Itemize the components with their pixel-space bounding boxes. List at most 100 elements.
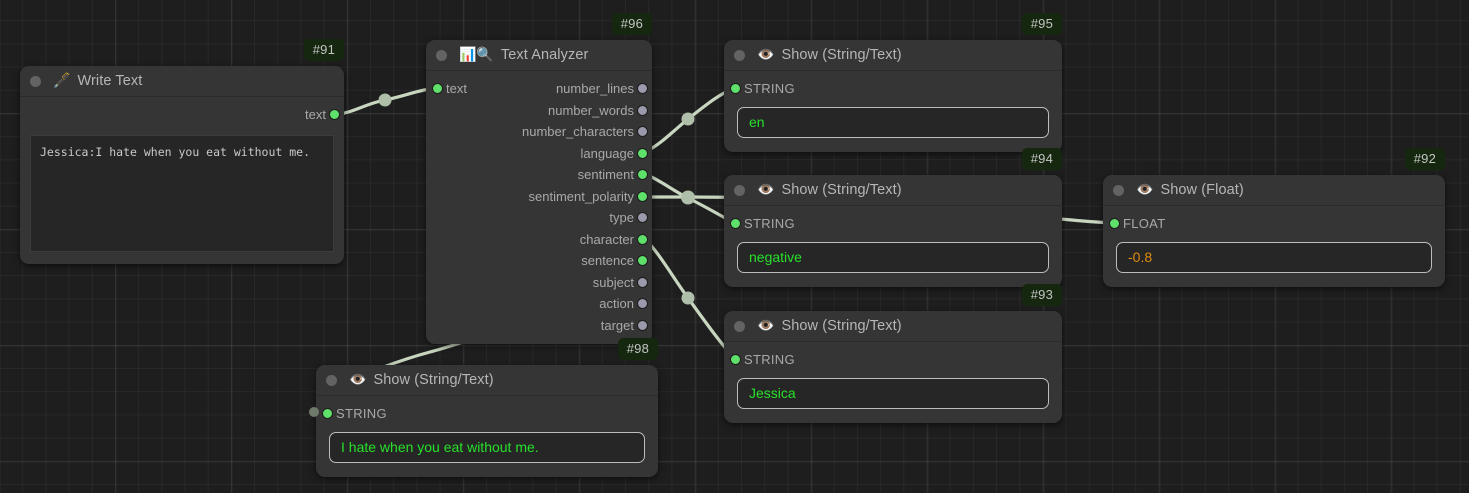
value-display-field[interactable]: -0.8 [1116, 241, 1432, 273]
port-dot-connected[interactable] [637, 233, 648, 245]
bar-chart-magnifier-icon: 📊🔍 [459, 47, 494, 63]
collapse-toggle-icon[interactable] [734, 184, 745, 196]
node-body: STRING Jessica [724, 342, 1062, 409]
output-port-subject[interactable]: subject [426, 272, 652, 294]
input-port-string[interactable]: STRING [724, 78, 1062, 100]
output-port-character[interactable]: character [426, 229, 652, 251]
value-text: negative [749, 249, 802, 265]
output-port-language[interactable]: language [426, 143, 652, 165]
output-port-number-words[interactable]: number_words [426, 100, 652, 122]
port-label: text [305, 107, 326, 123]
port-label: text [446, 81, 467, 97]
port-label: number_words [548, 102, 634, 118]
port-dot-unconnected[interactable] [637, 83, 648, 95]
node-body: text number_lines number_words number_ch… [426, 71, 652, 344]
output-port-number-lines[interactable]: number_lines [426, 78, 652, 100]
port-label: STRING [336, 406, 387, 422]
input-port-string[interactable]: STRING [724, 349, 1062, 371]
node-badge: #98 [617, 338, 658, 360]
output-port-number-characters[interactable]: number_characters [426, 121, 652, 143]
collapse-toggle-icon[interactable] [436, 49, 447, 61]
node-title: Show (String/Text) [373, 372, 494, 388]
port-dot-unconnected[interactable] [637, 298, 648, 310]
output-port-sentiment-polarity[interactable]: sentiment_polarity [426, 186, 652, 208]
node-title: Show (String/Text) [781, 47, 902, 63]
collapse-toggle-icon[interactable] [734, 49, 745, 61]
output-port-action[interactable]: action [426, 293, 652, 315]
node-title: Text Analyzer [500, 47, 589, 63]
node-badge: #94 [1021, 148, 1062, 170]
port-label: sentiment_polarity [528, 188, 635, 204]
node-badge: #91 [303, 39, 344, 61]
value-display-field[interactable]: Jessica [737, 377, 1049, 409]
node-badge: #93 [1021, 284, 1062, 306]
port-dot-connected[interactable] [730, 83, 741, 95]
node-header[interactable]: 👁️ Show (String/Text) [724, 311, 1062, 342]
port-dot-connected[interactable] [637, 169, 648, 181]
output-port-target[interactable]: target [426, 315, 652, 337]
port-dot-connected[interactable] [730, 354, 741, 366]
node-badge: #96 [611, 13, 652, 35]
value-display-field[interactable]: en [737, 106, 1049, 138]
output-port-sentiment[interactable]: sentiment [426, 164, 652, 186]
port-label: FLOAT [1123, 216, 1166, 232]
wire-sentiment-to-show94 [643, 172, 736, 225]
node-header[interactable]: 👁️ Show (String/Text) [724, 175, 1062, 206]
port-dot-unconnected[interactable] [637, 276, 648, 288]
node-header[interactable]: 🖋️ Write Text [20, 66, 344, 97]
output-port-sentence[interactable]: sentence [426, 250, 652, 272]
node-header[interactable]: 👁️ Show (String/Text) [316, 365, 658, 396]
text-input-field[interactable]: Jessica:I hate when you eat without me. [30, 134, 334, 252]
node-title: Show (String/Text) [781, 318, 902, 334]
eye-icon: 👁️ [1136, 182, 1154, 198]
port-dot-connected[interactable] [1109, 218, 1120, 230]
port-dot-connected[interactable] [329, 109, 340, 121]
value-text: en [749, 114, 765, 130]
port-dot-unconnected[interactable] [637, 126, 648, 138]
node-show-language[interactable]: #95 👁️ Show (String/Text) STRING en [724, 13, 1062, 152]
node-show-sentiment[interactable]: #94 👁️ Show (String/Text) STRING negativ… [724, 148, 1062, 287]
node-show-sentence[interactable]: #98 👁️ Show (String/Text) STRING I hate … [316, 338, 658, 477]
value-display-field[interactable]: negative [737, 241, 1049, 273]
node-show-character[interactable]: #93 👁️ Show (String/Text) STRING Jessica [724, 284, 1062, 423]
collapse-toggle-icon[interactable] [326, 374, 337, 386]
node-show-polarity[interactable]: #92 👁️ Show (Float) FLOAT -0.8 [1103, 148, 1445, 287]
port-label: sentence [581, 253, 634, 269]
port-dot-connected[interactable] [637, 147, 648, 159]
node-title: Write Text [77, 73, 143, 89]
port-dot-unconnected[interactable] [637, 212, 648, 224]
wire-writetext-to-analyzer [333, 86, 438, 117]
port-label: type [609, 210, 634, 226]
port-dot-connected[interactable] [637, 190, 648, 202]
input-port-string[interactable]: STRING [724, 213, 1062, 235]
input-port-float[interactable]: FLOAT [1103, 213, 1445, 235]
port-dot-unconnected[interactable] [637, 319, 648, 331]
port-dot-connected[interactable] [637, 255, 648, 267]
input-port-string[interactable]: STRING [316, 403, 658, 425]
collapse-toggle-icon[interactable] [734, 320, 745, 332]
node-write-text[interactable]: #91 🖋️ Write Text text Jessica:I hate wh… [20, 39, 344, 264]
node-body: STRING en [724, 71, 1062, 138]
eye-icon: 👁️ [349, 372, 367, 388]
node-header[interactable]: 📊🔍 Text Analyzer [426, 40, 652, 71]
port-label: STRING [744, 352, 795, 368]
port-label: number_characters [522, 124, 634, 140]
port-label: number_lines [555, 81, 634, 97]
node-text-analyzer[interactable]: #96 📊🔍 Text Analyzer text number_lines n… [426, 13, 652, 344]
node-body: FLOAT -0.8 [1103, 206, 1445, 273]
collapse-toggle-icon[interactable] [30, 75, 41, 87]
node-title: Show (Float) [1160, 182, 1244, 198]
value-display-field[interactable]: I hate when you eat without me. [329, 431, 645, 463]
value-text: -0.8 [1128, 249, 1153, 265]
output-port-text[interactable]: text [20, 104, 344, 126]
node-header[interactable]: 👁️ Show (Float) [1103, 175, 1445, 206]
node-body: STRING I hate when you eat without me. [316, 396, 658, 463]
port-label: STRING [744, 81, 795, 97]
output-port-type[interactable]: type [426, 207, 652, 229]
collapse-toggle-icon[interactable] [1113, 184, 1124, 196]
node-header[interactable]: 👁️ Show (String/Text) [724, 40, 1062, 71]
port-dot-unconnected[interactable] [637, 104, 648, 116]
port-dot-connected[interactable] [322, 408, 333, 420]
port-dot-connected[interactable] [730, 218, 741, 230]
